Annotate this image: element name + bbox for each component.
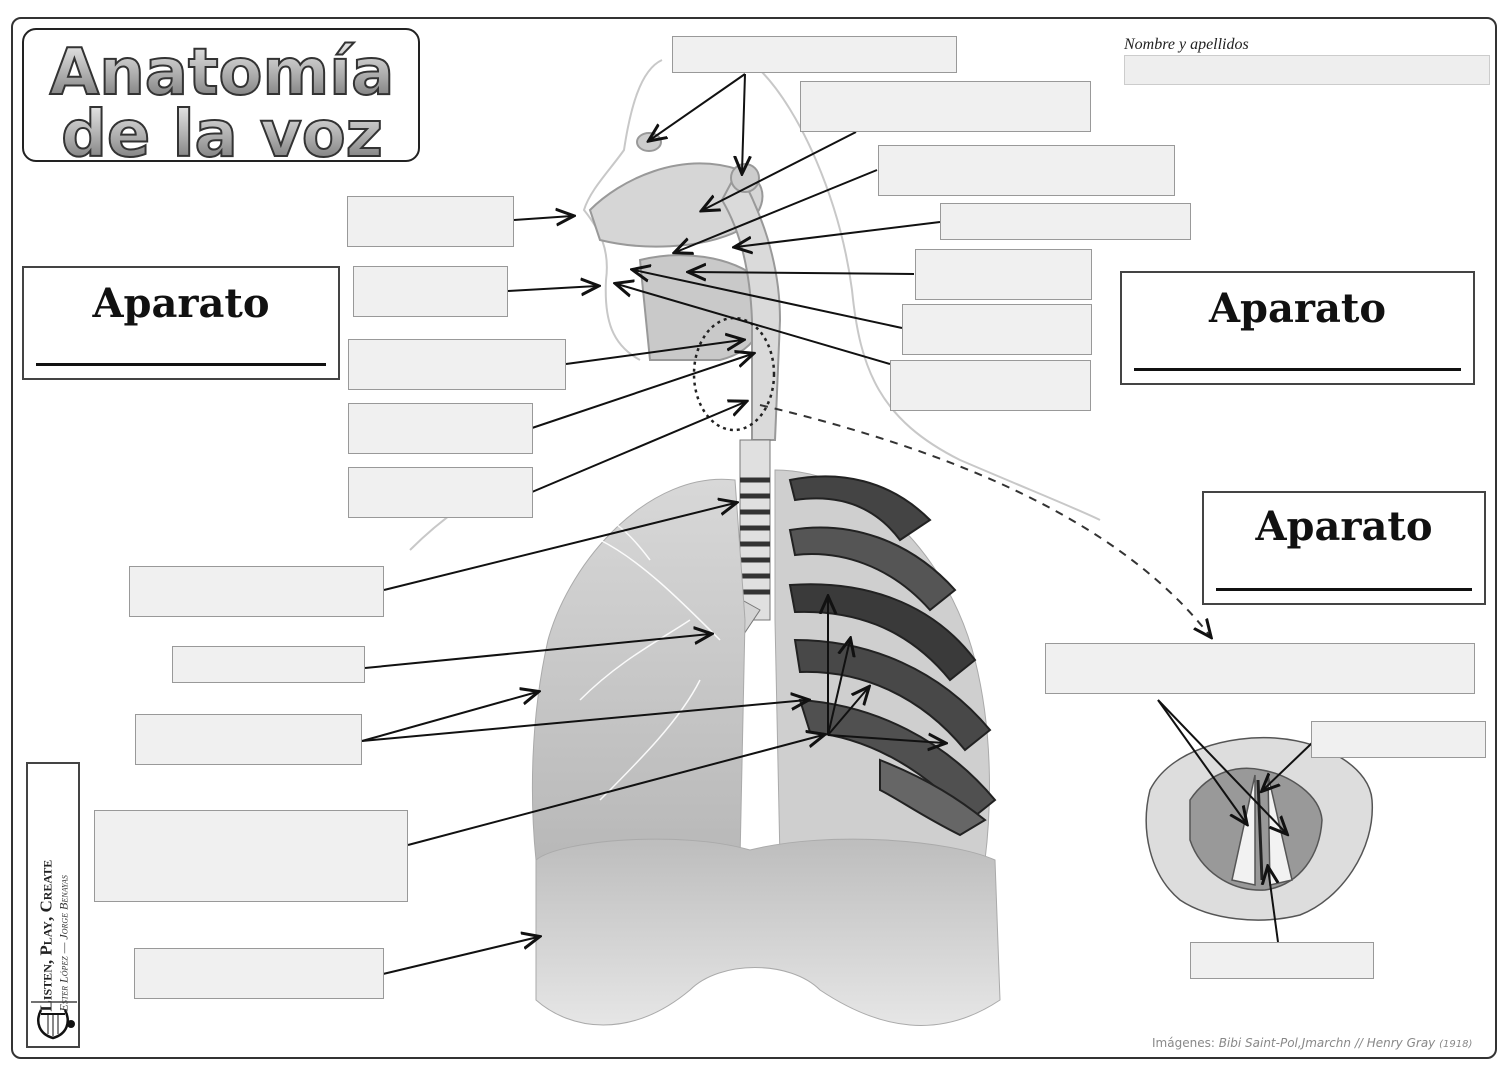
lyre-logo-icon	[31, 1001, 77, 1040]
credits-prefix: Imágenes:	[1152, 1036, 1219, 1050]
label-field-14[interactable]	[172, 646, 365, 683]
image-credits: Imágenes: Bibi Saint-Pol,Jmarchn // Henr…	[1152, 1036, 1472, 1050]
label-field-18[interactable]	[1045, 643, 1475, 694]
system-answer-line[interactable]	[36, 363, 326, 366]
system-box-right-bottom: Aparato	[1202, 491, 1486, 605]
system-label: Aparato	[1255, 503, 1433, 550]
label-field-13[interactable]	[129, 566, 384, 617]
left-lung	[531, 478, 746, 861]
side-credit-text: Listen, Play, Create Ester López — Jorge…	[37, 776, 72, 1012]
label-field-19[interactable]	[1311, 721, 1486, 758]
label-field-15[interactable]	[135, 714, 362, 765]
title-line2: de la voz	[61, 98, 383, 164]
label-field-3[interactable]	[878, 145, 1175, 196]
bronchial-tree	[579, 515, 721, 801]
oral-cavity	[588, 132, 782, 441]
label-field-11[interactable]	[348, 403, 533, 454]
title-line1: Anatomía	[50, 36, 395, 110]
larynx-highlight	[692, 316, 776, 432]
label-field-5[interactable]	[915, 249, 1092, 300]
diaphragm	[535, 838, 1001, 1026]
title-graphic: Anatomía de la voz	[49, 35, 396, 164]
name-label: Nombre y apellidos	[1124, 36, 1249, 53]
title-box: Anatomía de la voz	[22, 28, 420, 164]
label-field-nasal-cavity[interactable]	[672, 36, 957, 73]
system-label: Aparato	[1208, 285, 1387, 332]
pointer-arrows	[361, 73, 1313, 975]
label-field-9[interactable]	[353, 266, 508, 317]
system-label: Aparato	[92, 280, 270, 327]
vocal-folds-illustration	[1145, 736, 1373, 921]
side-credit-authors: Ester López — Jorge Benayas	[56, 875, 71, 1012]
label-field-7[interactable]	[890, 360, 1091, 411]
side-credit-title: Listen, Play, Create	[36, 859, 56, 1012]
side-credit-box: Listen, Play, Create Ester López — Jorge…	[26, 762, 80, 1048]
label-field-6[interactable]	[902, 304, 1092, 355]
zoom-arrow	[759, 404, 1210, 636]
label-field-8[interactable]	[347, 196, 514, 247]
system-box-left: Aparato	[22, 266, 340, 380]
label-field-4[interactable]	[940, 203, 1191, 240]
worksheet-frame	[11, 17, 1497, 1059]
credits-authors: Bibi Saint-Pol,Jmarchn // Henry Gray	[1218, 1036, 1440, 1050]
label-field-16[interactable]	[94, 810, 408, 902]
system-box-right-top: Aparato	[1120, 271, 1475, 385]
label-field-2[interactable]	[800, 81, 1091, 132]
label-field-20[interactable]	[1190, 942, 1374, 979]
label-field-12[interactable]	[348, 467, 533, 518]
name-input[interactable]	[1124, 55, 1490, 85]
system-answer-line[interactable]	[1134, 368, 1461, 371]
label-field-10[interactable]	[348, 339, 566, 390]
label-field-17[interactable]	[134, 948, 384, 999]
system-answer-line[interactable]	[1216, 588, 1472, 591]
credits-year: (1918)	[1439, 1039, 1473, 1050]
